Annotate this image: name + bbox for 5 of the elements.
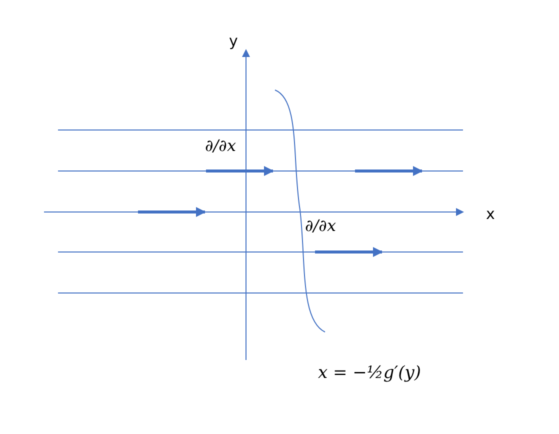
- equation: x = −½g′(y): [318, 363, 421, 383]
- axis-label: x: [486, 205, 495, 223]
- operator-label: ∂/∂x: [205, 136, 236, 155]
- operator-label: ∂/∂x: [305, 216, 336, 235]
- axis-label: y: [229, 32, 238, 50]
